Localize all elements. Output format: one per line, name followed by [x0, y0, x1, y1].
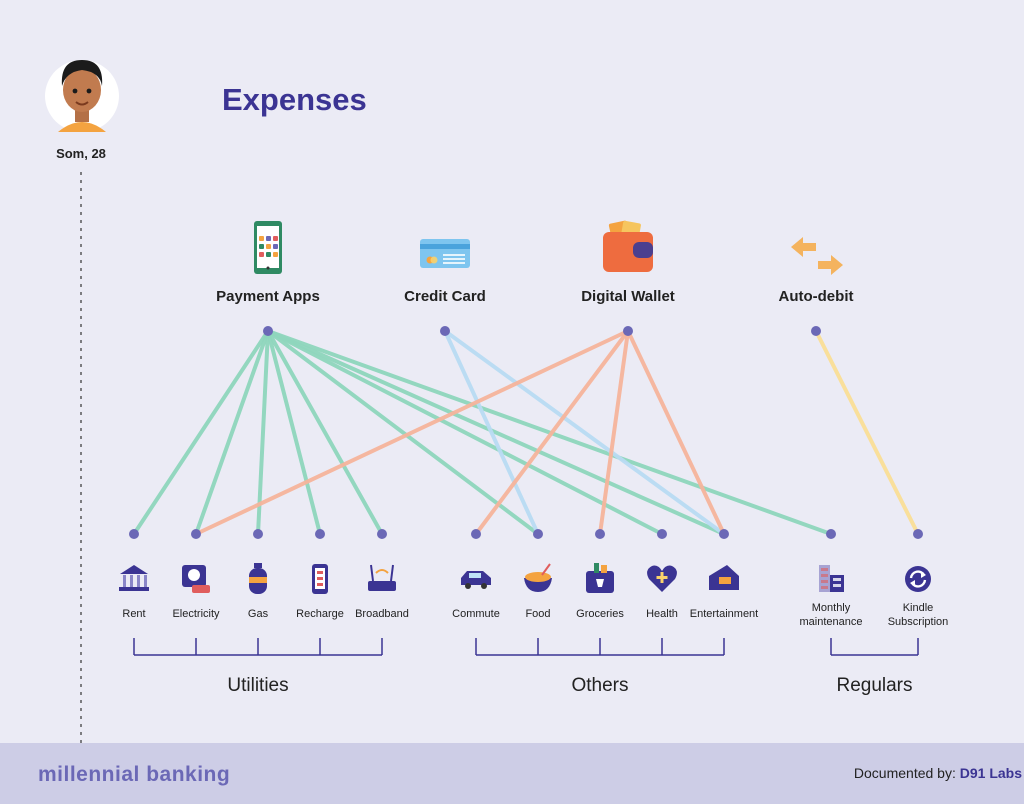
brand-logo: millennial banking	[38, 763, 231, 786]
expense-node-monthly_maintenance	[826, 529, 836, 539]
expense-label-groceries: Groceries	[576, 608, 624, 620]
credit-card-icon	[420, 239, 470, 268]
car-icon	[461, 571, 491, 589]
expense-node-gas	[253, 529, 263, 539]
page-title: Expenses	[222, 82, 367, 117]
apartment-icon	[819, 565, 844, 592]
method-label-digital_wallet: Digital Wallet	[581, 288, 675, 305]
method-node-payment_apps	[263, 326, 273, 336]
expense-node-groceries	[595, 529, 605, 539]
connection-payment_apps-health	[266, 329, 664, 536]
documented-by-prefix: Documented by:	[853, 765, 956, 781]
connection-credit_card-entertainment	[443, 329, 726, 536]
expense-node-broadband	[377, 529, 387, 539]
expense-node-recharge	[315, 529, 325, 539]
electricity-meter-icon	[182, 565, 210, 593]
persona-name: Som, 28	[56, 146, 106, 161]
expense-label-electricity: Electricity	[172, 608, 220, 620]
expense-label-health: Health	[646, 608, 678, 620]
wallet-icon	[603, 220, 653, 272]
connection-payment_apps-food	[266, 329, 540, 536]
connection-payment_apps-rent	[132, 329, 270, 536]
connection-payment_apps-entertainment	[266, 329, 726, 536]
expense-node-food	[533, 529, 543, 539]
connection-digital_wallet-electricity	[194, 329, 630, 536]
documented-by: Documented by: D91 Labs	[622, 765, 1024, 781]
connection-digital_wallet-entertainment	[626, 329, 726, 536]
bank-building-icon	[119, 565, 149, 591]
renew-icon	[905, 566, 931, 592]
connection-payment_apps-gas	[256, 329, 270, 536]
expense-label-monthly_maintenance: Monthly maintenance	[799, 602, 863, 628]
expense-label-food: Food	[525, 608, 551, 620]
connection-digital_wallet-commute	[474, 329, 630, 536]
method-label-auto_debit: Auto-debit	[778, 288, 854, 305]
connection-payment_apps-broadband	[266, 329, 384, 536]
connection-payment_apps-electricity	[194, 329, 270, 536]
method-label-credit_card: Credit Card	[404, 288, 486, 305]
connection-digital_wallet-groceries	[598, 329, 630, 536]
grocery-bag-icon	[586, 563, 614, 593]
expense-label-commute: Commute	[452, 608, 500, 620]
group-bracket-2	[830, 638, 919, 656]
router-icon	[368, 564, 396, 591]
expense-label-rent: Rent	[122, 608, 146, 620]
movie-ticket-icon	[709, 565, 739, 590]
heart-plus-icon	[647, 565, 677, 592]
connection-auto_debit-kindle_subscription	[814, 329, 920, 536]
group-bracket-1	[475, 638, 725, 656]
connection-payment_apps-recharge	[266, 329, 322, 536]
expense-node-kindle_subscription	[913, 529, 923, 539]
gas-cylinder-icon	[249, 563, 267, 594]
expense-node-rent	[129, 529, 139, 539]
connection-payment_apps-monthly_maintenance	[266, 329, 833, 536]
persona-avatar	[45, 60, 119, 132]
group-bracket-0	[133, 638, 383, 656]
footer-bar	[0, 743, 1024, 804]
expense-node-entertainment	[719, 529, 729, 539]
expense-label-gas: Gas	[247, 608, 269, 620]
expense-label-recharge: Recharge	[296, 608, 344, 620]
connection-credit_card-food	[443, 329, 540, 536]
method-node-credit_card	[440, 326, 450, 336]
expense-label-entertainment: Entertainment	[689, 608, 759, 620]
expense-label-broadband: Broadband	[355, 608, 409, 620]
method-label-payment_apps: Payment Apps	[216, 288, 320, 305]
exchange-arrows-icon	[791, 237, 843, 275]
method-node-digital_wallet	[623, 326, 633, 336]
group-label-2: Regulars	[836, 675, 913, 696]
expense-node-commute	[471, 529, 481, 539]
group-label-0: Utilities	[227, 675, 289, 696]
mobile-phone-icon	[312, 564, 328, 594]
expense-node-health	[657, 529, 667, 539]
group-label-1: Others	[571, 675, 629, 696]
method-node-auto_debit	[811, 326, 821, 336]
food-bowl-icon	[524, 563, 552, 592]
expense-node-electricity	[191, 529, 201, 539]
smartphone-icon	[254, 221, 282, 274]
expense-label-kindle_subscription: Kindle Subscription	[887, 602, 949, 628]
documented-by-name: D91 Labs	[959, 765, 1022, 781]
